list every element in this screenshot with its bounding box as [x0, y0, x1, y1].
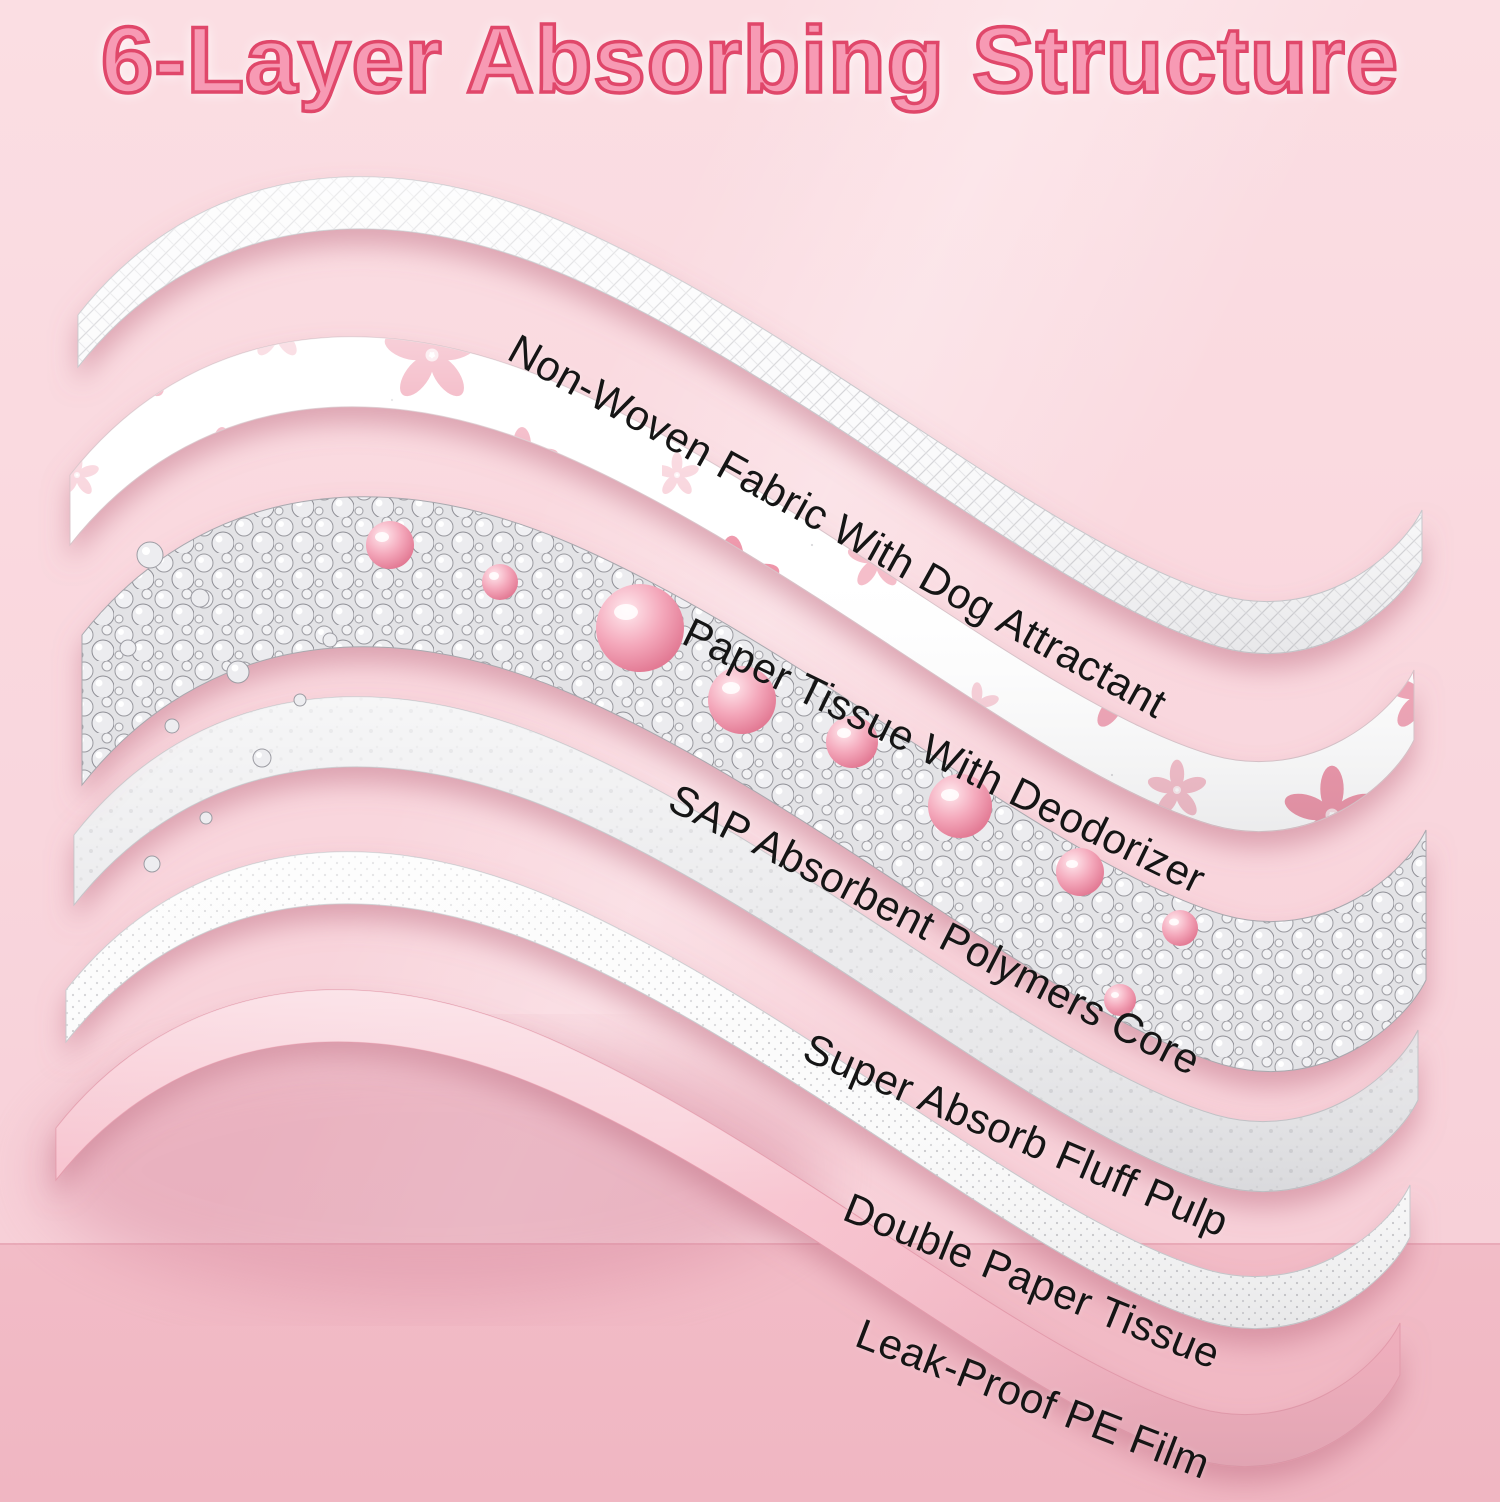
sap-pink-beads [366, 521, 1198, 1016]
sap-beads-scatter [119, 541, 338, 873]
layer-paper-tissue [69, 336, 1415, 833]
page-title: 6-Layer Absorbing Structure [99, 5, 1399, 114]
layer-non-woven-fabric [77, 176, 1423, 655]
layer-sap-core [81, 496, 1427, 1073]
layer-fluff-pulp [73, 696, 1419, 1193]
layer-pe-film [55, 989, 1401, 1468]
layer-double-paper-tissue [65, 851, 1411, 1330]
